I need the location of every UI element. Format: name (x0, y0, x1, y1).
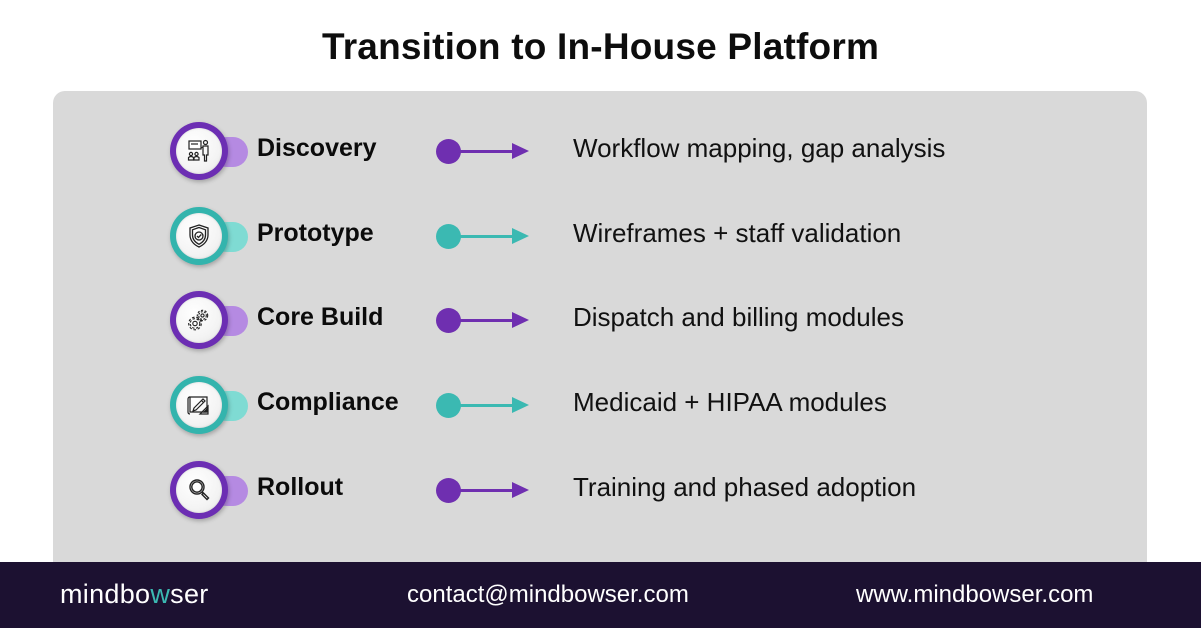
brand-text-accent: w (150, 579, 171, 609)
arrow-right-icon (512, 397, 529, 413)
step-icon-ring (170, 207, 228, 265)
step-label: Discovery (257, 134, 377, 162)
step-icon-ring (170, 291, 228, 349)
arrow-right-icon (512, 482, 529, 498)
connector-dot (436, 224, 461, 249)
step-label: Core Build (257, 303, 384, 331)
shield-check-icon (176, 213, 222, 259)
brand-logo: mindbowser (60, 579, 209, 610)
connector-line (458, 489, 514, 492)
brand-text-suffix: ser (170, 579, 209, 609)
connector-line (458, 319, 514, 322)
step-row-discovery: Discovery Workflow mapping, gap analysis (0, 116, 1201, 186)
connector-line (458, 150, 514, 153)
connector-line (458, 404, 514, 407)
arrow-right-icon (512, 312, 529, 328)
connector-line (458, 235, 514, 238)
brand-text-prefix: mindbo (60, 579, 151, 609)
blueprint-pencil-icon (176, 382, 222, 428)
step-description: Dispatch and billing modules (573, 302, 904, 332)
arrow-right-icon (512, 143, 529, 159)
magnifier-icon (176, 467, 222, 513)
contact-email-link[interactable]: contact@mindbowser.com (407, 581, 689, 608)
step-description: Medicaid + HIPAA modules (573, 387, 887, 417)
step-description: Workflow mapping, gap analysis (573, 133, 946, 163)
step-row-compliance: Compliance Medicaid + HIPAA modules (0, 370, 1201, 440)
step-description: Training and phased adoption (573, 472, 917, 502)
page-title: Transition to In-House Platform (321, 26, 880, 67)
step-description: Wireframes + staff validation (573, 218, 902, 248)
connector-dot (436, 139, 461, 164)
step-icon-ring (170, 122, 228, 180)
step-icon-ring (170, 376, 228, 434)
step-row-rollout: Rollout Training and phased adoption (0, 455, 1201, 525)
connector-dot (436, 308, 461, 333)
footer-bar: mindbowser contact@mindbowser.com www.mi… (0, 562, 1201, 628)
presentation-audience-icon (176, 128, 222, 174)
step-label: Prototype (257, 219, 374, 247)
website-link[interactable]: www.mindbowser.com (856, 581, 1094, 608)
arrow-right-icon (512, 228, 529, 244)
step-label: Compliance (257, 388, 399, 416)
step-label: Rollout (257, 473, 344, 501)
step-row-prototype: Prototype Wireframes + staff validation (0, 201, 1201, 271)
connector-dot (436, 478, 461, 503)
connector-dot (436, 393, 461, 418)
gears-icon (176, 297, 222, 343)
step-row-core-build: Core Build Dispatch and billing modules (0, 285, 1201, 355)
step-icon-ring (170, 461, 228, 519)
